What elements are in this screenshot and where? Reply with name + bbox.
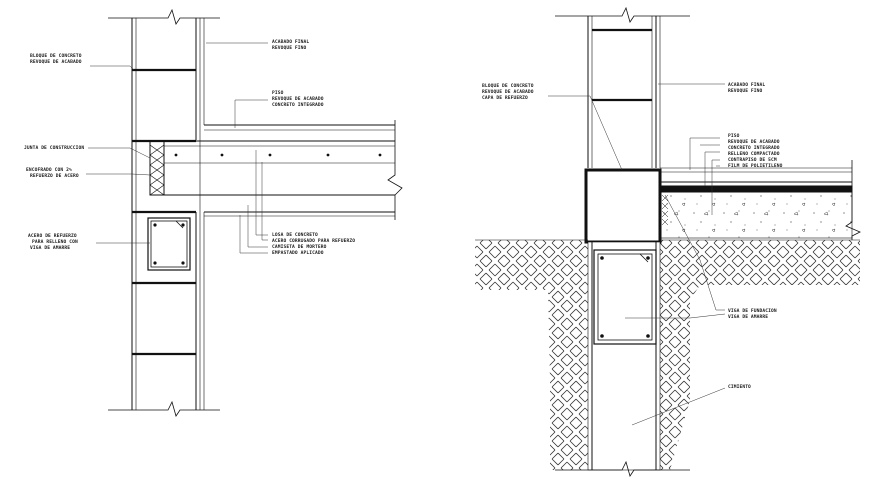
label-floor-5: CONTRAPISO DE 5CM (728, 157, 777, 163)
label-slab-detail-1: LOSA DE CONCRETO (272, 232, 318, 238)
label-foundation: CIMIENTO (728, 384, 751, 390)
soil-hatch (475, 240, 588, 470)
label-block-wall-2: REVOQUE DE ACABADO (30, 59, 82, 65)
label-slab-detail-3: CAMISETA DE MORTERO (272, 244, 327, 250)
label-foundation-beam-2: VIGA DE AMARRE (728, 314, 768, 320)
label-reinforcement-1: ENCOFRADO CON 2% (26, 167, 72, 173)
label-bond-beam-1: ACERO DE REFUERZO (28, 233, 77, 239)
left-wall-slab-detail (86, 8, 403, 417)
label-floor-1: PISO (728, 133, 740, 139)
label-floor-6: FILM DE POLIETILENO (728, 163, 783, 169)
label-bond-beam-3: VIGA DE AMARRE (30, 245, 70, 251)
break-line-bottom-left (108, 400, 220, 417)
label-slab-detail-4: EMPASTADO APLICADO (272, 250, 324, 256)
label-slab-finish-3: CONCRETO INTEGRADO (272, 102, 324, 108)
label-block-wall-1: BLOQUE DE CONCRETO (30, 53, 82, 59)
label-floor-4: RELLENO COMPACTADO (728, 151, 780, 157)
label-wall-block-2: REVOQUE DE ACABADO (482, 89, 534, 95)
label-reinforcement-2: REFUERZO DE ACERO (30, 173, 79, 179)
label-exterior-finish-1: ACABADO FINAL (272, 39, 309, 45)
right-foundation-detail (475, 6, 861, 477)
label-floor-2: REVOQUE DE ACABADO (728, 139, 780, 145)
label-bond-beam-2: PARA RELLENO CON (32, 239, 78, 245)
label-slab-finish-2: REVOQUE DE ACABADO (272, 96, 324, 102)
label-foundation-beam-1: VIGA DE FUNDACION (728, 308, 777, 314)
label-floor-3: CONCRETO INTEGRADO (728, 145, 780, 151)
label-wall-block-1: BLOQUE DE CONCRETO (482, 83, 534, 89)
right-annotations: BLOQUE DE CONCRETO REVOQUE DE ACABADO CA… (482, 82, 783, 390)
label-wall-block-3: CAPA DE REFUERZO (482, 95, 528, 101)
break-line-top-left (108, 8, 220, 25)
label-joint: JUNTA DE CONSTRUCCION (24, 145, 84, 151)
concrete-subfloor (659, 191, 853, 239)
label-exterior-finish-2: REVOQUE FINO (272, 45, 307, 51)
label-slab-finish-1: PISO (272, 90, 284, 96)
label-right-exterior-2: REVOQUE FINO (728, 88, 763, 94)
bond-beam-box (584, 168, 662, 244)
left-annotations: BLOQUE DE CONCRETO REVOQUE DE ACABADO AC… (24, 39, 355, 256)
label-slab-detail-2: ACERO CORRUGADO PARA REFUERZO (272, 238, 355, 244)
label-right-exterior-1: ACABADO FINAL (728, 82, 765, 88)
